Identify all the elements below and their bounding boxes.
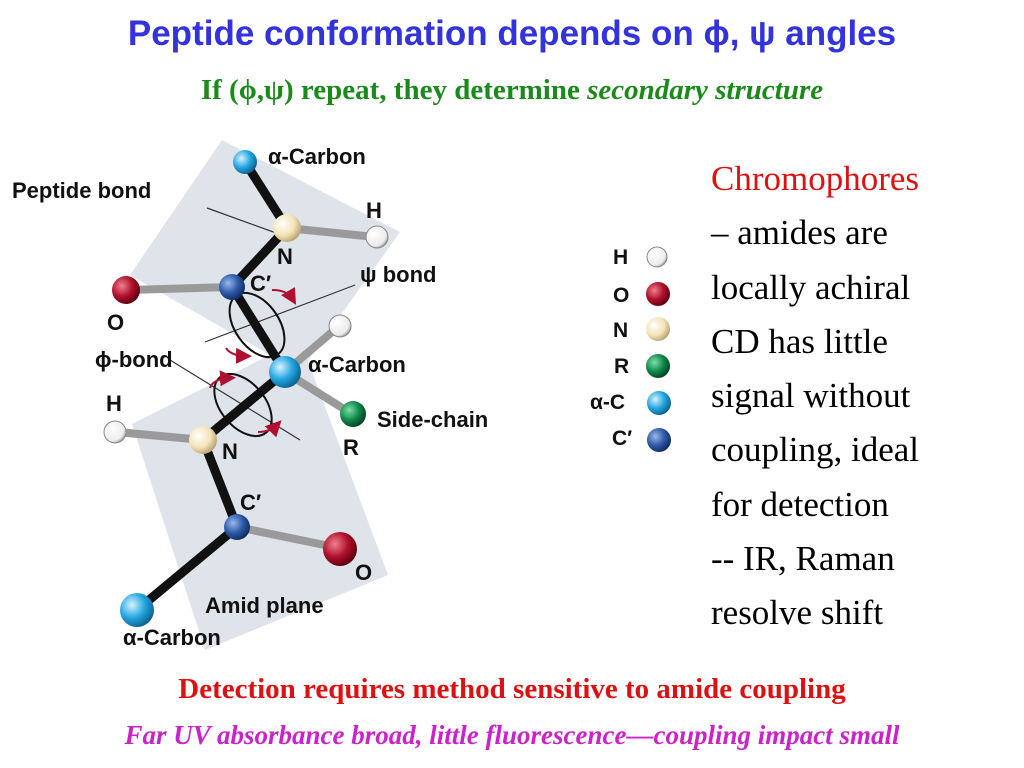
side-note-line: CD has little [711,321,888,361]
slide-title: Peptide conformation depends on ϕ, ψ ang… [127,14,897,53]
legend-swatch-o [646,282,670,306]
legend-swatch-n [646,317,670,341]
label-alpha-carbon-mid: α-Carbon [308,352,406,377]
label-alpha-carbon-top: α-Carbon [268,144,366,169]
legend-label-alpha-c: α-C [590,391,625,414]
label-c-prime-top: C′ [250,271,271,296]
atom-oxygen-top [112,276,140,304]
subtitle-lead: If (ϕ,ψ) repeat, they determine [200,74,588,106]
footer-line-detection: Detection requires method sensitive to a… [178,673,846,705]
side-note-line: Chromophores [711,159,920,198]
side-note-line: for detection [711,484,889,524]
label-side-chain: Side-chain [377,407,488,432]
atom-nitrogen-mid [189,426,217,454]
legend-label-c-prime: C′ [612,427,632,450]
atom-nitrogen-top [273,214,301,242]
label-o-bottom: O [355,560,372,585]
side-note-line: signal without [711,376,911,416]
peptide-figure: α-Carbon Peptide bond H N C′ O ψ bond ϕ-… [0,128,700,668]
side-note-line: resolve shift [711,593,884,633]
subtitle-emphasis: secondary structure [587,74,824,106]
label-c-prime-bottom: C′ [240,490,261,515]
footer-line-absorbance: Far UV absorbance broad, little fluoresc… [124,720,900,750]
atom-hydrogen-ca [328,314,352,338]
legend-label-n: N [613,319,628,342]
side-notes: Chromophores – amides are locally achira… [711,152,1011,641]
label-peptide-bond: Peptide bond [12,178,151,203]
atom-legend: H O N R α-C C′ [590,246,671,452]
legend-label-r: R [614,355,629,378]
atom-alpha-carbon-top [233,150,257,174]
legend-swatch-r [646,354,670,378]
atom-hydrogen-mid [103,420,127,444]
side-note-line: – amides are [711,213,888,253]
atom-hydrogen-top [365,225,389,249]
label-o-top: O [107,310,124,335]
atom-carbonyl-carbon-bottom [224,514,250,540]
label-n-mid: N [222,439,238,464]
slide-subtitle: If (ϕ,ψ) repeat, they determine secondar… [0,74,1024,107]
phi-rotation-arrow [209,370,282,438]
label-phi-bond: ϕ-bond [95,347,173,372]
peptide-diagram: α-Carbon Peptide bond H N C′ O ψ bond ϕ-… [12,140,671,650]
label-h-top: H [366,198,382,223]
lower-amide-plane [132,340,388,650]
side-note-line: -- IR, Raman [711,539,895,579]
label-psi-bond: ψ bond [360,262,436,287]
label-h-mid: H [106,391,122,416]
label-amid-plane: Amid plane [205,593,324,618]
legend-swatch-alpha-c [647,391,671,415]
label-alpha-carbon-bottom: α-Carbon [123,625,221,650]
atom-side-chain-r [340,401,366,427]
legend-label-h: H [613,246,628,269]
label-r: R [343,435,359,460]
atom-alpha-carbon-bottom [120,593,154,627]
label-n-top: N [277,244,293,269]
legend-swatch-c-prime [647,428,671,452]
atom-carbonyl-carbon-top [219,274,245,300]
legend-swatch-h [646,246,668,268]
side-note-line: coupling, ideal [711,430,920,470]
atom-alpha-carbon-mid [269,356,301,388]
atom-oxygen-bottom [323,532,357,566]
legend-label-o: O [613,284,629,307]
side-note-line: locally achiral [711,267,911,307]
